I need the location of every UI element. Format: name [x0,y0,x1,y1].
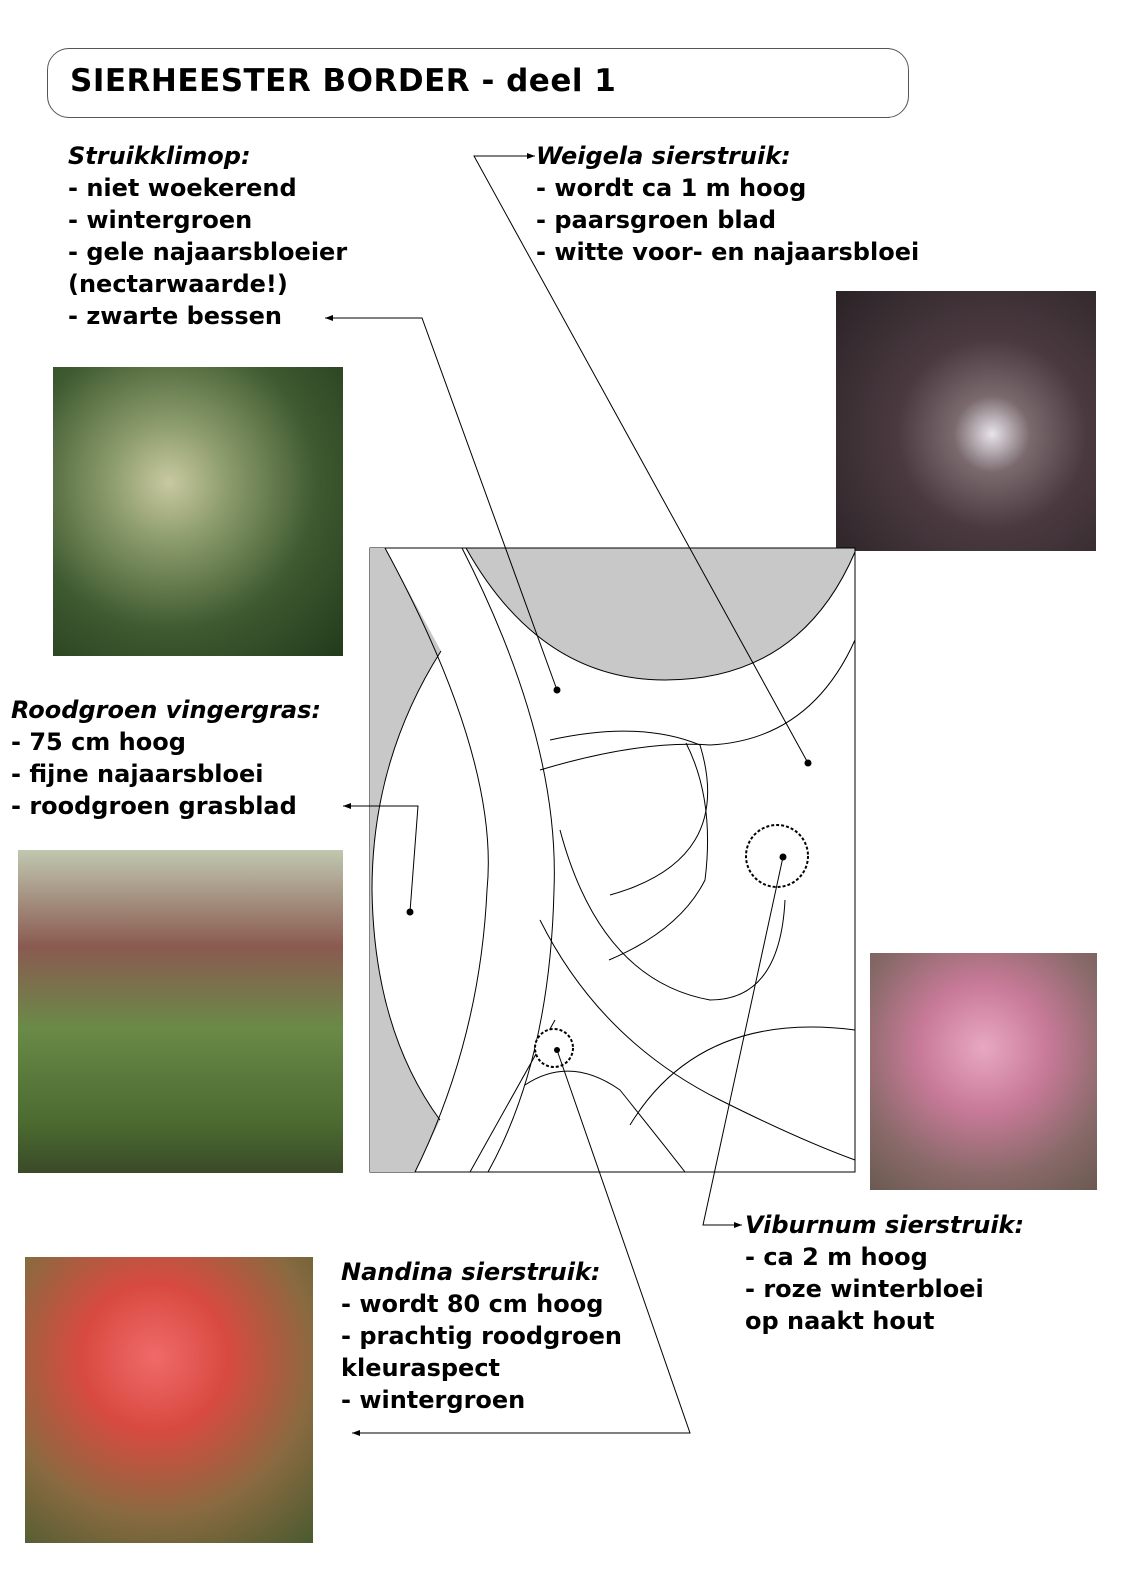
weigela-heading: Weigela sierstruik: [536,142,791,170]
text-line: - roodgroen grasblad [11,792,297,820]
text-line: - zwarte bessen [68,302,282,330]
vingergras-heading: Roodgroen vingergras: [11,696,322,724]
gray-bed [465,547,856,681]
page-title: SIERHEESTER BORDER - deel 1 [70,63,617,99]
leader-lines [325,153,809,1436]
text-line: - niet woekerend [68,174,297,202]
struikklimop-heading: Struikklimop: [68,142,251,170]
text-line: (nectarwaarde!) [68,270,288,298]
vingergras-text: Roodgroen vingergras: - 75 cm hoog - fij… [11,694,321,822]
weigela-photo [836,291,1096,551]
text-line: - wintergroen [341,1386,526,1414]
text-line: - witte voor- en najaarsbloei [536,238,920,266]
text-line: - wordt ca 1 m hoog [536,174,807,202]
weigela-text: Weigela sierstruik: - wordt ca 1 m hoog … [536,140,919,268]
text-line: - paarsgroen blad [536,206,777,234]
text-line: kleuraspect [341,1354,501,1382]
nandina-heading: Nandina sierstruik: [341,1258,601,1286]
viburnum-text: Viburnum sierstruik: - ca 2 m hoog - roz… [745,1209,1024,1337]
gray-bed [370,890,440,1172]
struikklimop-photo [53,367,343,656]
text-line: op naakt hout [745,1307,935,1335]
title-box: SIERHEESTER BORDER - deel 1 [47,48,909,118]
struikklimop-text: Struikklimop: - niet woekerend - winterg… [68,140,347,332]
nandina-text: Nandina sierstruik: - wordt 80 cm hoog -… [341,1256,622,1416]
vingergras-photo [18,850,343,1173]
text-line: - gele najaarsbloeier [68,238,348,266]
shrub-symbol [534,1028,574,1068]
text-line: - 75 cm hoog [11,728,186,756]
nandina-photo [25,1257,313,1543]
text-line: - ca 2 m hoog [745,1243,928,1271]
text-line: - roze winterbloei [745,1275,984,1303]
text-line: - wordt 80 cm hoog [341,1290,604,1318]
plan-lines [371,547,856,1173]
viburnum-heading: Viburnum sierstruik: [745,1211,1025,1239]
text-line: - fijne najaarsbloei [11,760,264,788]
text-line: - prachtig roodgroen [341,1322,622,1350]
text-line: - wintergroen [68,206,253,234]
shrub-symbol [745,824,809,888]
viburnum-photo [870,953,1097,1190]
